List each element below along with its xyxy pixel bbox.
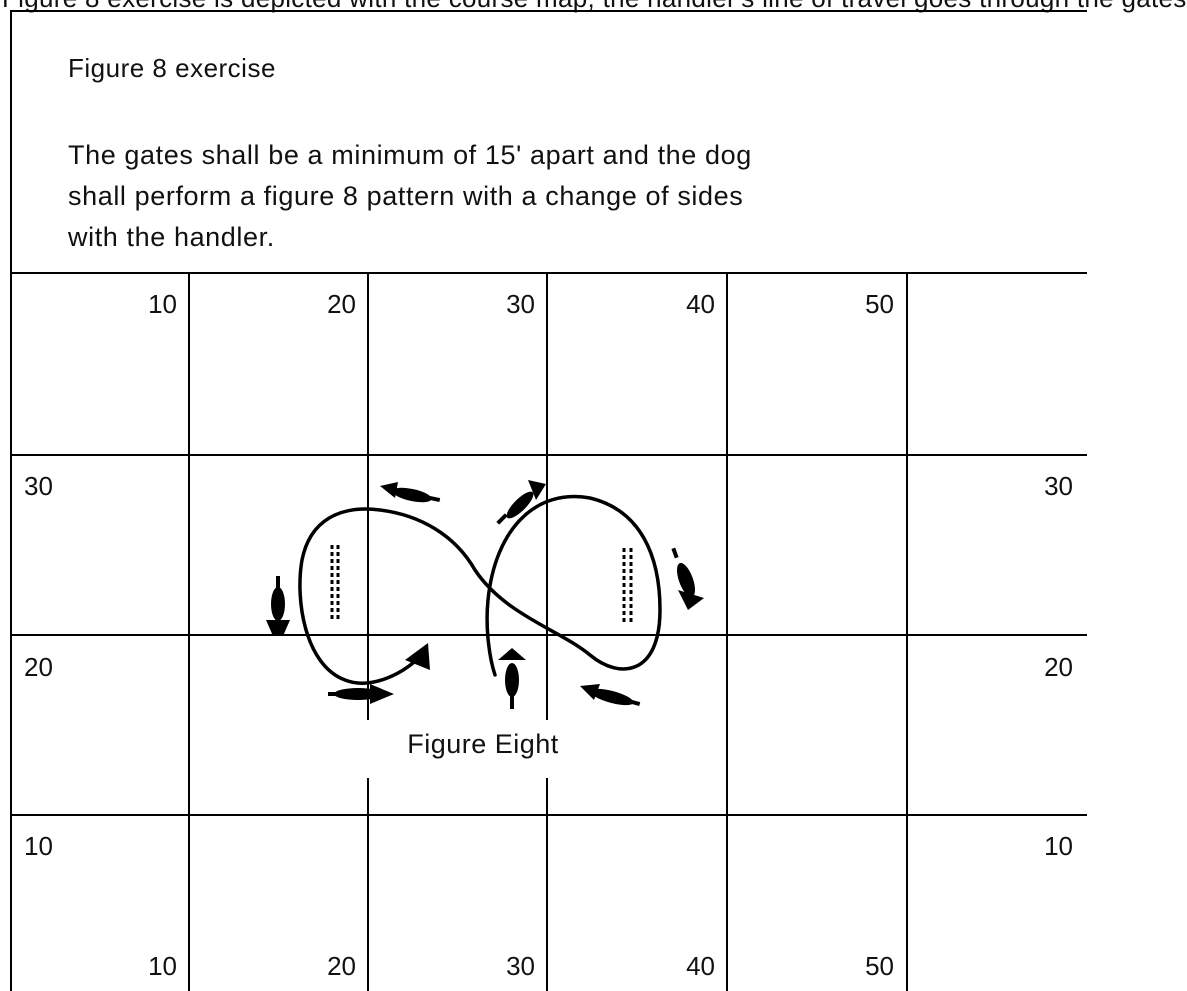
course-diagram: 10 20 30 40 50 10 20 30 40 50 30 20 10 3… <box>10 274 1087 991</box>
top-label: 30 <box>506 289 535 319</box>
dog-handler-icon <box>671 547 704 610</box>
dog-handler-icon <box>266 576 290 636</box>
bottom-label: 50 <box>865 951 894 981</box>
figure-caption: Figure Eight <box>407 729 559 759</box>
top-label: 50 <box>865 289 894 319</box>
left-label: 10 <box>24 831 53 861</box>
header-box <box>10 10 1087 274</box>
gate-icon <box>622 548 633 622</box>
top-label: 40 <box>686 289 715 319</box>
gate-icon <box>330 545 340 622</box>
description-line: with the handler. <box>68 222 275 252</box>
bottom-label: 30 <box>506 951 535 981</box>
dog-handler-icon <box>580 684 641 707</box>
figure-eight-path <box>298 494 662 685</box>
dog-handler-icon <box>498 648 526 709</box>
right-label: 30 <box>1044 471 1073 501</box>
right-label: 20 <box>1044 652 1073 682</box>
arrow-icon <box>405 643 430 670</box>
bottom-label: 20 <box>327 951 356 981</box>
right-label: 10 <box>1044 831 1073 861</box>
dog-handler-icon <box>496 480 546 525</box>
exercise-title: Figure 8 exercise <box>68 53 276 83</box>
bottom-label: 10 <box>148 951 177 981</box>
description-line: shall perform a figure 8 pattern with a … <box>68 181 744 211</box>
dog-handler-icon <box>328 684 394 704</box>
bottom-label: 40 <box>686 951 715 981</box>
top-cut-text: Figure 8 exercise is depicted with the c… <box>0 0 1186 20</box>
left-label: 30 <box>24 471 53 501</box>
dog-handler-icon <box>380 482 441 503</box>
top-fragment: Figure 8 exercise is depicted with the c… <box>2 0 1187 14</box>
description-line: The gates shall be a minimum of 15' apar… <box>68 140 752 170</box>
top-label: 20 <box>327 289 356 319</box>
top-label: 10 <box>148 289 177 319</box>
left-label: 20 <box>24 652 53 682</box>
grid-lines <box>10 274 1087 991</box>
exercise-description: The gates shall be a minimum of 15' apar… <box>68 135 752 258</box>
